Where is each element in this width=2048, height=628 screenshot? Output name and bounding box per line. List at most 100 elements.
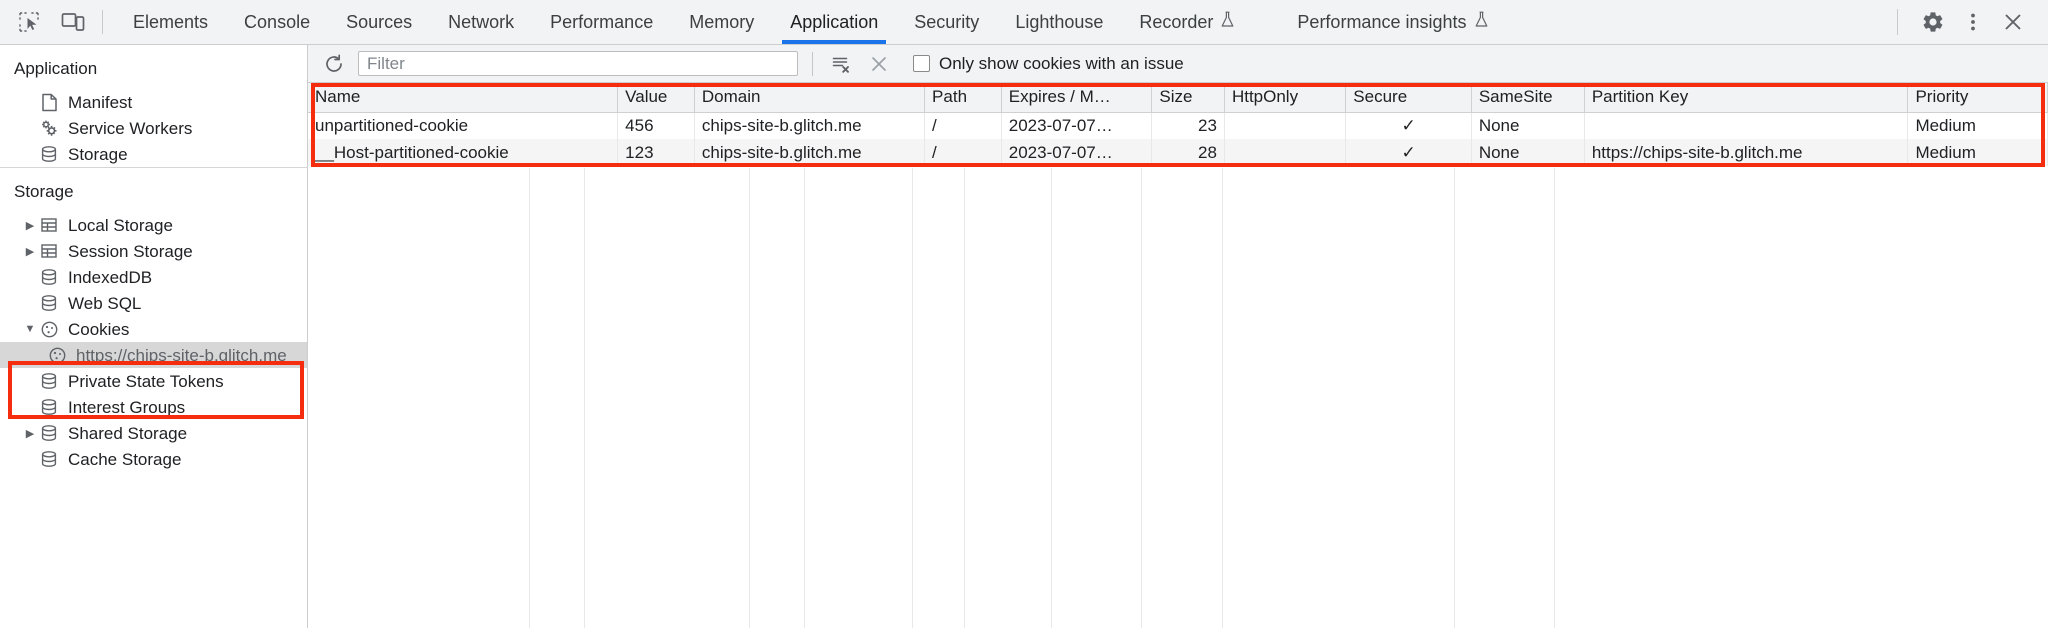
cell-value: 123 (617, 139, 695, 166)
sidebar-item-web-sql[interactable]: Web SQL (0, 290, 307, 316)
sidebar-item-private-state-tokens[interactable]: Private State Tokens (0, 368, 307, 394)
device-toolbar-icon[interactable] (58, 7, 88, 37)
sidebar-item-service-workers[interactable]: Service Workers (0, 115, 307, 141)
application-sidebar: Application Manifest (0, 45, 308, 628)
sidebar-item-label: Shared Storage (68, 423, 188, 443)
cell-samesite: None (1471, 139, 1585, 166)
cookies-table: Name Value Domain Path Expires / M… Size… (308, 83, 2048, 166)
sidebar-item-session-storage[interactable]: ▶ Session Storage (0, 238, 307, 264)
cell-partition-key: https://chips-site-b.glitch.me (1584, 139, 1909, 166)
column-header-secure[interactable]: Secure (1345, 83, 1472, 113)
experiment-flask-icon (1220, 11, 1235, 33)
chevron-right-icon[interactable]: ▶ (25, 245, 35, 258)
tab-label: Sources (346, 11, 413, 32)
sidebar-item-label: Session Storage (68, 241, 193, 261)
only-show-issues-checkbox[interactable]: Only show cookies with an issue (913, 54, 1184, 74)
cookies-filter-toolbar: Only show cookies with an issue (308, 45, 2048, 83)
sidebar-item-label: Service Workers (68, 118, 193, 138)
table-row[interactable]: __Host-partitioned-cookie 123 chips-site… (308, 139, 2048, 166)
cell-priority: Medium (1907, 112, 2048, 139)
clear-filtered-cookies-icon[interactable] (827, 50, 855, 78)
column-header-httponly[interactable]: HttpOnly (1224, 83, 1347, 113)
sidebar-item-label: Cookies (68, 319, 130, 339)
gears-icon (38, 118, 60, 138)
sidebar-item-shared-storage[interactable]: ▶ Shared Storage (0, 420, 307, 446)
sidebar-item-storage[interactable]: Storage (0, 141, 307, 167)
tab-label: Performance (550, 11, 654, 32)
more-vertical-icon[interactable] (1954, 3, 1992, 41)
sidebar-item-manifest[interactable]: Manifest (0, 89, 307, 115)
tab-performance-insights[interactable]: Performance insights (1279, 0, 1506, 44)
chevron-right-icon[interactable]: ▶ (25, 427, 35, 440)
tab-lighthouse[interactable]: Lighthouse (997, 0, 1121, 44)
sidebar-item-interest-groups[interactable]: Interest Groups (0, 394, 307, 420)
column-header-name[interactable]: Name (308, 83, 619, 113)
column-rules (308, 168, 2048, 628)
search-input[interactable] (358, 51, 798, 76)
cell-name: __Host-partitioned-cookie (308, 139, 619, 166)
tab-label: Security (914, 11, 980, 32)
devtools-toolbar: Elements Console Sources Network Perform… (0, 0, 2048, 45)
tab-label: Memory (689, 11, 755, 32)
cell-secure: ✓ (1345, 139, 1472, 166)
sidebar-item-label: Local Storage (68, 215, 173, 235)
sidebar-item-cookie-origin[interactable]: https://chips-site-b.glitch.me (0, 342, 307, 368)
database-icon (38, 145, 60, 163)
cell-partition-key (1584, 112, 1909, 139)
table-row[interactable]: unpartitioned-cookie 456 chips-site-b.gl… (308, 112, 2048, 139)
sidebar-section-storage: Storage ▶ Local Storage ▶ (0, 168, 307, 472)
sidebar-item-local-storage[interactable]: ▶ Local Storage (0, 212, 307, 238)
cell-size: 23 (1151, 112, 1225, 139)
column-header-samesite[interactable]: SameSite (1471, 83, 1585, 113)
checkbox-box[interactable] (913, 55, 930, 72)
tab-label: Network (448, 11, 515, 32)
sidebar-item-label: Web SQL (68, 293, 142, 313)
tab-memory[interactable]: Memory (671, 0, 772, 44)
table-grid-icon (38, 216, 60, 234)
gear-icon[interactable] (1914, 3, 1952, 41)
column-header-path[interactable]: Path (924, 83, 1002, 113)
column-header-size[interactable]: Size (1151, 83, 1225, 113)
devtools-body: Application Manifest (0, 45, 2048, 628)
tab-console[interactable]: Console (226, 0, 328, 44)
chevron-right-icon[interactable]: ▶ (25, 219, 35, 232)
sidebar-section-title: Application (14, 59, 98, 78)
refresh-icon[interactable] (320, 50, 348, 78)
sidebar-item-cache-storage[interactable]: Cache Storage (0, 446, 307, 472)
column-header-domain[interactable]: Domain (694, 83, 926, 113)
clear-all-cookies-icon[interactable] (865, 50, 893, 78)
tab-elements[interactable]: Elements (115, 0, 226, 44)
database-icon (38, 294, 60, 312)
column-header-partition-key[interactable]: Partition Key (1584, 83, 1909, 113)
tab-application[interactable]: Application (772, 0, 896, 44)
tab-sources[interactable]: Sources (328, 0, 430, 44)
column-header-value[interactable]: Value (617, 83, 695, 113)
column-header-expires[interactable]: Expires / M… (1001, 83, 1153, 113)
database-icon (38, 450, 60, 468)
table-header-row: Name Value Domain Path Expires / M… Size… (308, 83, 2048, 113)
close-icon[interactable] (1994, 3, 2032, 41)
column-header-priority[interactable]: Priority (1907, 83, 2048, 113)
toolbar-left-icons (0, 0, 92, 44)
checkbox-label: Only show cookies with an issue (939, 53, 1184, 73)
sidebar-item-cookies[interactable]: ▼ Cookies (0, 316, 307, 342)
sidebar-section-title: Storage (14, 182, 74, 201)
tab-performance[interactable]: Performance (532, 0, 671, 44)
cell-name: unpartitioned-cookie (308, 112, 619, 139)
tab-recorder[interactable]: Recorder (1121, 0, 1253, 44)
sidebar-item-indexeddb[interactable]: IndexedDB (0, 264, 307, 290)
tab-label: Lighthouse (1015, 11, 1104, 32)
sidebar-item-label: https://chips-site-b.glitch.me (76, 345, 287, 365)
tab-network[interactable]: Network (430, 0, 532, 44)
document-icon (38, 93, 60, 112)
inspect-cursor-icon[interactable] (14, 7, 44, 37)
sidebar-item-label: IndexedDB (68, 267, 153, 287)
cookie-icon (38, 320, 60, 339)
cell-path: / (924, 139, 1002, 166)
panel-tabs: Elements Console Sources Network Perform… (115, 0, 1891, 44)
tab-security[interactable]: Security (896, 0, 997, 44)
cell-httponly (1224, 112, 1347, 139)
sidebar-item-label: Cache Storage (68, 449, 182, 469)
chevron-down-icon[interactable]: ▼ (24, 323, 36, 335)
tab-label: Elements (133, 11, 209, 32)
